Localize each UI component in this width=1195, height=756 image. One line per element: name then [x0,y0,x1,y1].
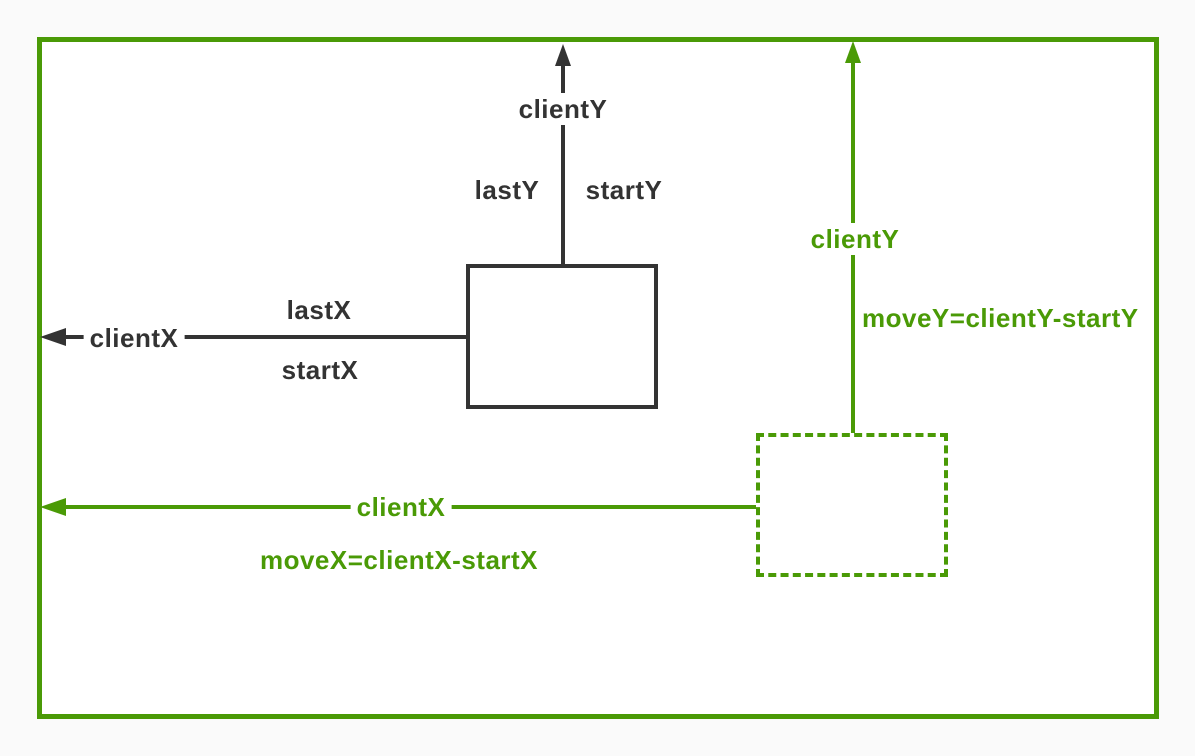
label-movex-formula: moveX=clientX-startX [259,545,539,575]
label-starty: startY [585,175,663,205]
label-clienty-moved: clientY [804,223,906,255]
label-clientx-start: clientX [83,322,185,354]
label-lasty: lastY [474,175,540,205]
label-movey-formula: moveY=clientY-startY [862,303,1139,333]
green-up-arrowhead-icon [845,41,861,63]
black-up-arrowhead-icon [555,44,571,66]
label-clienty-start: clientY [512,93,614,125]
green-left-arrowhead-icon [40,498,66,516]
label-startx: startX [281,355,359,385]
draggable-element-start-box [466,264,658,409]
label-clientx-moved: clientX [350,491,452,523]
label-lastx: lastX [286,295,352,325]
draggable-element-moved-box [756,433,948,577]
black-left-arrowhead-icon [40,328,66,346]
black-horizontal-measure-line [64,335,466,339]
black-vertical-measure-line [561,64,565,264]
